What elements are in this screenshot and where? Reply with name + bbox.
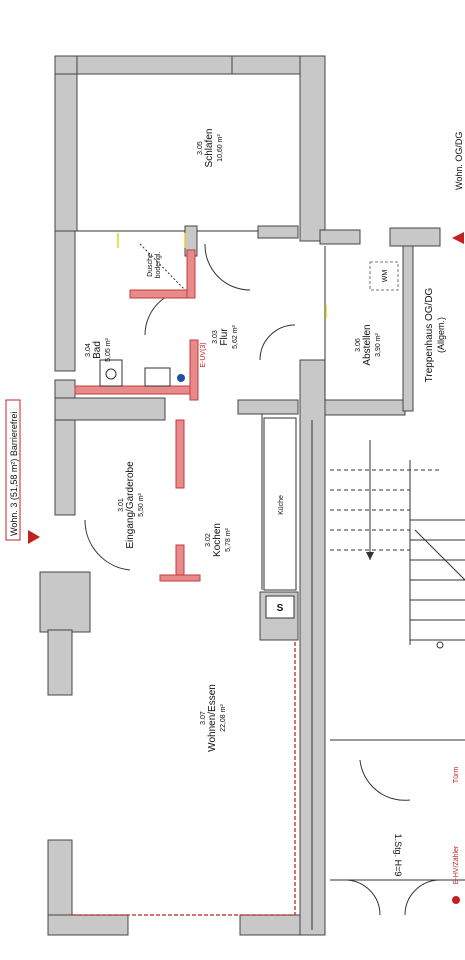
svg-text:Abstellen: Abstellen bbox=[362, 324, 373, 365]
staircase bbox=[330, 440, 465, 649]
e-hv-label: E-HV/Zähler bbox=[453, 845, 460, 884]
room-wohnen: 3.07 Wohnen/Essen 22,08 m² bbox=[200, 684, 227, 752]
svg-text:3,90 m²: 3,90 m² bbox=[375, 332, 382, 356]
svg-text:1.Stg. H=9: 1.Stg. H=9 bbox=[393, 834, 403, 877]
svg-text:E-UV(3): E-UV(3) bbox=[200, 342, 207, 367]
svg-text:5,78 m²: 5,78 m² bbox=[225, 527, 232, 551]
room-eingang: 3.01 Eingang/Garderobe 5,50 m² bbox=[118, 461, 145, 549]
svg-text:10,60 m²: 10,60 m² bbox=[217, 134, 224, 162]
room-abstellen: 3.06 Abstellen 3,90 m² bbox=[355, 324, 382, 365]
svg-text:5,62 m²: 5,62 m² bbox=[232, 324, 239, 348]
apartment-header-text: Wohn. 3 (51,58 m²) Barrierefrei bbox=[9, 412, 19, 536]
svg-text:3.01: 3.01 bbox=[118, 498, 125, 512]
s-box: S bbox=[265, 595, 295, 619]
svg-text:(Allgem.): (Allgem.) bbox=[436, 317, 446, 353]
svg-text:Flur: Flur bbox=[219, 328, 230, 346]
svg-text:Kochen: Kochen bbox=[212, 523, 223, 557]
interior-lines bbox=[77, 230, 465, 930]
e-hv-dot bbox=[452, 896, 460, 904]
shower-label: Dusche bodengl. bbox=[147, 252, 162, 279]
apartment-header: Wohn. 3 (51,58 m²) Barrierefrei bbox=[5, 399, 21, 541]
room-treppenhaus: Treppenhaus OG/DG (Allgem.) bbox=[424, 287, 446, 382]
svg-text:Wohn. OG/DG: Wohn. OG/DG bbox=[454, 132, 464, 190]
svg-text:3.06: 3.06 bbox=[355, 338, 362, 352]
room-flur: 3.03 Flur 5,62 m² bbox=[212, 324, 239, 348]
svg-text:Bad: Bad bbox=[92, 341, 103, 359]
living-red-outline bbox=[72, 640, 296, 916]
svg-text:Wohnen/Essen: Wohnen/Essen bbox=[207, 684, 218, 752]
wm-label: WM bbox=[382, 270, 389, 283]
svg-text:Eingang/Garderobe: Eingang/Garderobe bbox=[125, 461, 136, 549]
svg-text:3.03: 3.03 bbox=[212, 330, 219, 344]
room-schlafen: 3.05 Schlafen 10,60 m² bbox=[197, 129, 224, 168]
svg-text:5,05 m²: 5,05 m² bbox=[105, 337, 112, 361]
walls bbox=[39, 55, 441, 936]
svg-text:22,08 m²: 22,08 m² bbox=[220, 704, 227, 732]
svg-text:WM: WM bbox=[382, 270, 389, 283]
svg-text:Türm: Türm bbox=[453, 767, 460, 784]
svg-text:Küche: Küche bbox=[278, 495, 285, 515]
stair-arrow-icon bbox=[452, 232, 464, 244]
svg-text:3.05: 3.05 bbox=[197, 141, 204, 155]
stage-label: 1.Stg. H=9 bbox=[393, 834, 403, 877]
svg-text:3.04: 3.04 bbox=[85, 343, 92, 357]
svg-text:3.02: 3.02 bbox=[205, 533, 212, 547]
svg-text:bodengl.: bodengl. bbox=[155, 252, 162, 279]
kitchen-label: Küche bbox=[278, 495, 285, 515]
svg-text:5,50 m²: 5,50 m² bbox=[138, 492, 145, 516]
e-uv-label: E-UV(3) bbox=[200, 342, 207, 367]
svg-text:Schlafen: Schlafen bbox=[204, 129, 215, 168]
bathroom-fixtures bbox=[74, 243, 201, 582]
svg-text:E-HV/Zähler: E-HV/Zähler bbox=[453, 845, 460, 884]
svg-text:Treppenhaus OG/DG: Treppenhaus OG/DG bbox=[424, 287, 435, 382]
svg-text:Dusche: Dusche bbox=[147, 253, 154, 277]
room-kochen: 3.02 Kochen 5,78 m² bbox=[205, 523, 232, 557]
svg-text:3.07: 3.07 bbox=[200, 711, 207, 725]
room-bad: 3.04 Bad 5,05 m² bbox=[85, 337, 112, 361]
turm-label: Türm bbox=[453, 767, 460, 784]
kitchen-counter bbox=[263, 417, 297, 591]
wm-box bbox=[369, 261, 399, 291]
entrance-arrow-icon bbox=[28, 530, 40, 544]
svg-text:S: S bbox=[277, 603, 284, 614]
right-edge-label: Wohn. OG/DG bbox=[454, 132, 464, 190]
